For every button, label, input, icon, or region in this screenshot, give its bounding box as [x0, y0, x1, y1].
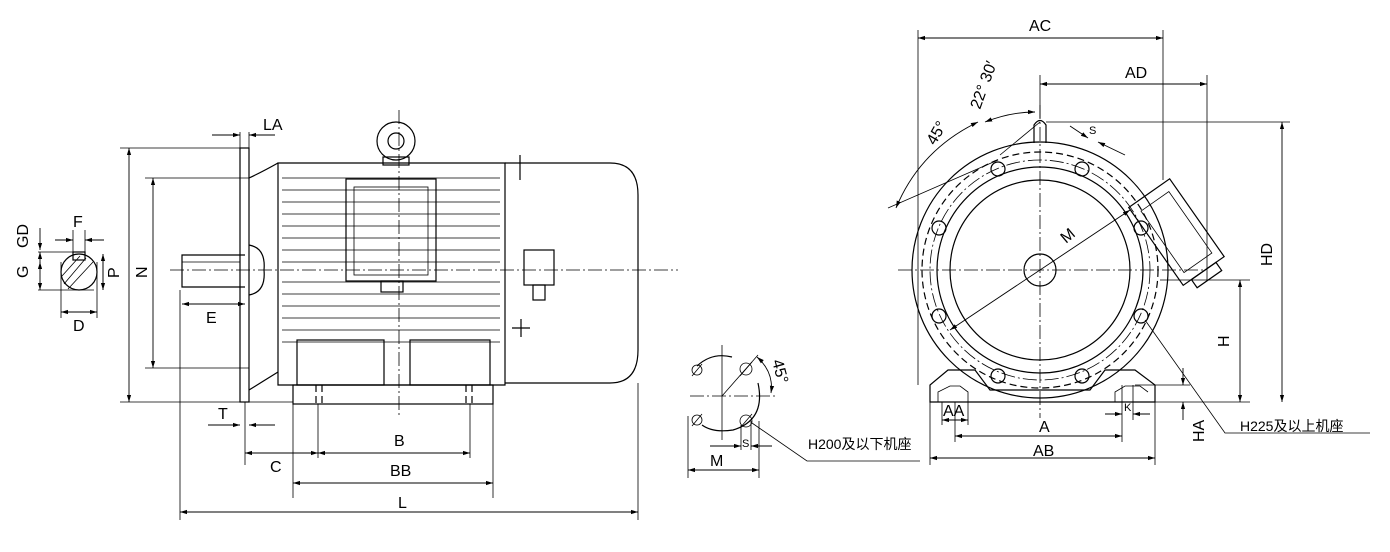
end-view — [887, 30, 1370, 465]
detail-label-S: S — [742, 438, 749, 450]
label-AB: AB — [1033, 443, 1054, 460]
note-h225: H225及以上机座 — [1240, 418, 1343, 434]
side-view-labels: LA F GD G P D N E T C B BB L — [15, 117, 411, 512]
label-GD: GD — [15, 224, 32, 248]
label-P: P — [106, 267, 123, 278]
detail-label-M: M — [710, 453, 723, 470]
label-M: M — [1058, 225, 1079, 247]
label-L: L — [398, 495, 407, 512]
label-C: C — [270, 459, 282, 476]
bolt-holes — [931, 161, 1149, 384]
label-G: G — [15, 266, 32, 278]
label-HA: HA — [1191, 419, 1208, 442]
label-AA: AA — [943, 403, 965, 420]
label-B: B — [394, 433, 405, 450]
label-HD: HD — [1259, 243, 1276, 266]
flange-hole-detail: M S 45° H200及以下机座 — [687, 345, 920, 478]
detail-label-angle: 45° — [768, 358, 791, 386]
label-N: N — [134, 266, 151, 278]
note-h200: H200及以下机座 — [808, 436, 911, 452]
label-angle-45: 45° — [924, 119, 951, 148]
cooling-fins — [282, 177, 500, 343]
label-H: H — [1216, 335, 1233, 347]
label-S: S — [1089, 125, 1096, 137]
label-D: D — [73, 318, 85, 335]
label-E: E — [206, 310, 217, 327]
label-BB: BB — [390, 463, 411, 480]
label-A: A — [1039, 419, 1050, 436]
side-view — [37, 110, 678, 520]
label-F: F — [73, 214, 83, 231]
label-LA: LA — [263, 117, 283, 134]
label-angle-22-30: 22° 30′ — [968, 59, 1001, 111]
label-AC: AC — [1029, 18, 1051, 35]
label-K: K — [1124, 402, 1132, 414]
label-T: T — [218, 406, 228, 423]
label-AD: AD — [1125, 65, 1147, 82]
